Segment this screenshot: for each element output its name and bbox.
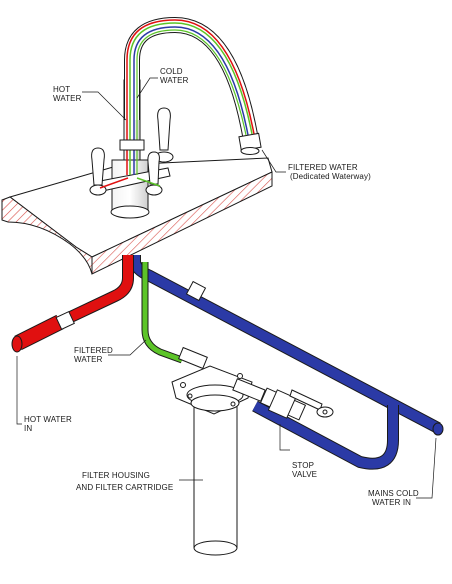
svg-text:WATER: WATER <box>74 355 103 364</box>
hot-waterway <box>126 19 255 175</box>
label-cold-water: COLD WATER <box>160 67 189 85</box>
label-mains-cold-water-in: MAINS COLD WATER IN <box>368 489 419 507</box>
svg-text:FILTER HOUSING: FILTER HOUSING <box>82 471 150 480</box>
svg-text:AND FILTER CARTRIDGE: AND FILTER CARTRIDGE <box>76 483 173 492</box>
filtered-water-pipe <box>141 262 184 364</box>
svg-text:FILTERED: FILTERED <box>74 346 113 355</box>
label-hot-water: HOT WATER <box>53 85 82 103</box>
label-stop-valve: STOP VALVE <box>292 461 317 479</box>
hot-pipe-end <box>11 335 23 353</box>
countertop-side <box>91 171 273 275</box>
svg-text:IN: IN <box>24 424 32 433</box>
svg-text:HOT: HOT <box>53 85 70 94</box>
leader-lines <box>16 77 437 499</box>
label-hot-water-in: HOT WATER IN <box>24 415 72 433</box>
left-handle <box>91 147 105 186</box>
label-filtered-water-dedicated: FILTERED WATER (Dedicated Waterway) <box>288 163 371 181</box>
svg-text:HOT WATER: HOT WATER <box>24 415 72 424</box>
right-handle <box>157 107 171 151</box>
svg-text:(Dedicated Waterway): (Dedicated Waterway) <box>290 172 371 181</box>
svg-text:COLD: COLD <box>160 67 183 76</box>
label-filtered-water: FILTERED WATER <box>74 346 113 364</box>
hot-water-pipe <box>11 255 134 353</box>
label-filter-housing: FILTER HOUSING AND FILTER CARTRIDGE <box>76 471 173 492</box>
svg-text:FILTERED WATER: FILTERED WATER <box>288 163 358 172</box>
cold-waterway <box>133 26 249 175</box>
stop-valve <box>259 387 334 421</box>
mains-cold-pipe <box>129 255 444 470</box>
front-handle <box>147 151 160 185</box>
svg-text:WATER: WATER <box>53 94 82 103</box>
mains-fitting <box>185 280 207 302</box>
svg-text:WATER IN: WATER IN <box>372 498 411 507</box>
svg-text:MAINS COLD: MAINS COLD <box>368 489 419 498</box>
hot-fitting <box>55 310 75 330</box>
svg-text:STOP: STOP <box>292 461 314 470</box>
mains-pipe-end <box>432 422 444 436</box>
faucet <box>89 16 262 219</box>
filter-housing <box>171 346 266 556</box>
svg-text:WATER: WATER <box>160 76 189 85</box>
svg-text:VALVE: VALVE <box>292 470 317 479</box>
